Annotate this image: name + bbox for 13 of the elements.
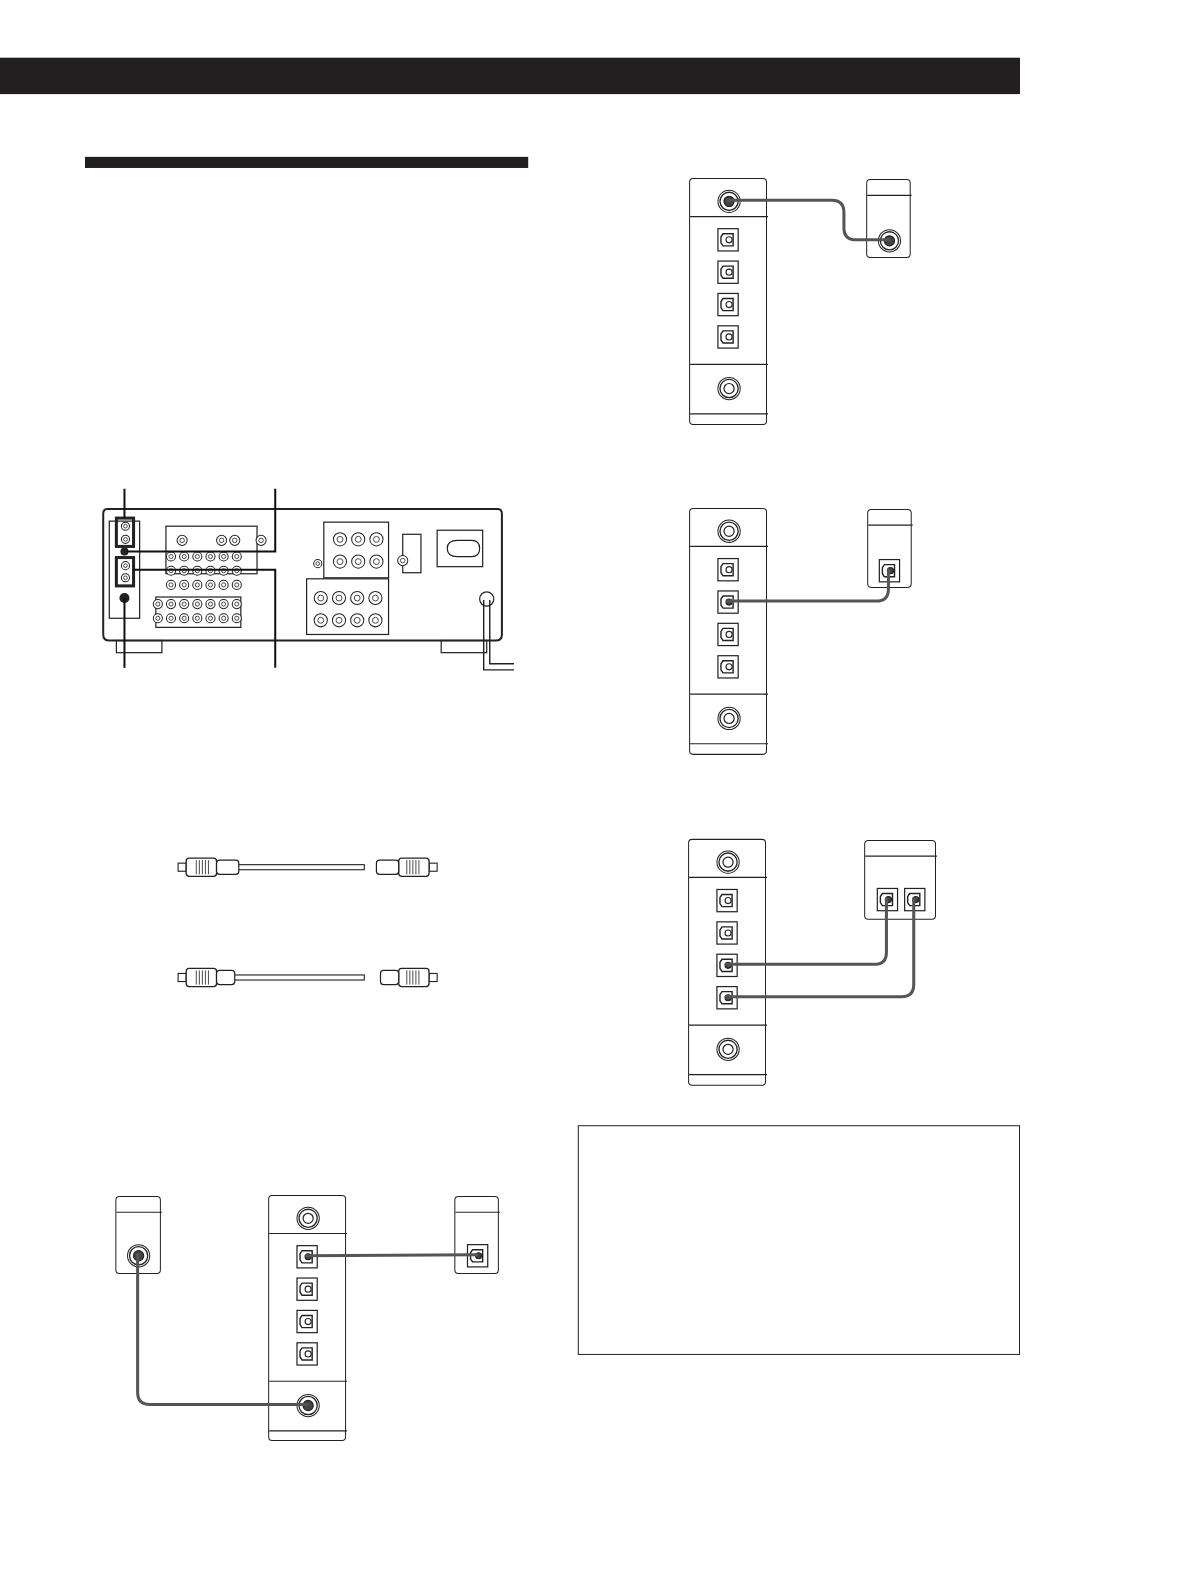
jack-panel [688,838,766,1086]
jack-panel [689,178,767,425]
device-panel [864,839,936,920]
cable [724,897,888,966]
cable [724,897,916,999]
device-panel [867,509,912,588]
cable [304,1253,479,1258]
device-panel [454,1196,499,1274]
device-panel [115,1196,161,1274]
device-panel [866,179,911,259]
cable [136,1253,309,1407]
jack-panel [689,507,767,755]
jack-panel [268,1195,347,1441]
